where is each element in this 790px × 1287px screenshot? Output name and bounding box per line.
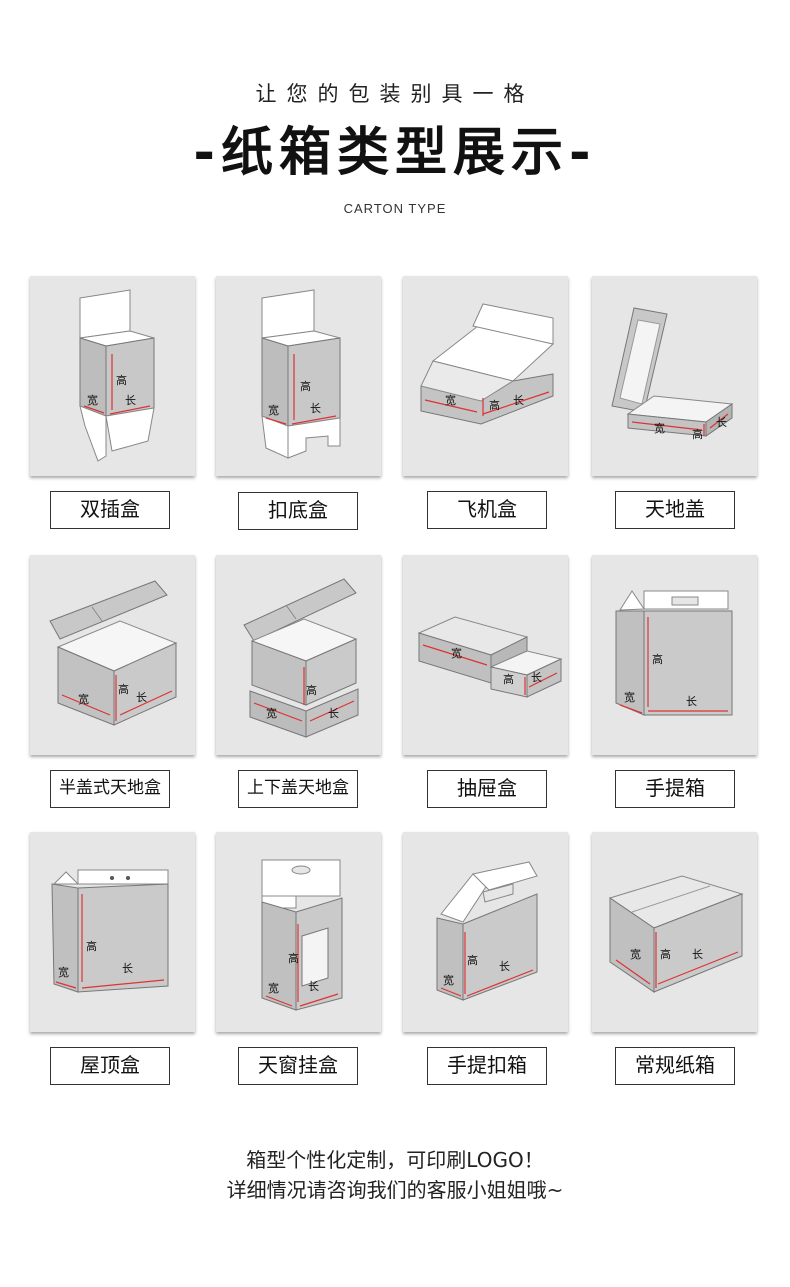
box-label-11: 手提扣箱 [427,1047,547,1085]
box-label-8: 手提箱 [615,770,735,808]
dim-height: 高 [692,427,703,441]
dim-width: 宽 [268,403,279,417]
page-title: -纸箱类型展示- [193,123,597,183]
dim-length: 长 [125,394,136,407]
dim-width: 宽 [654,421,665,435]
box-label-9: 屋顶盒 [50,1047,170,1085]
dim-height: 高 [118,682,129,696]
box-label-7: 抽屉盒 [427,770,547,808]
box-card-6[interactable]: 宽 高 长 [216,555,381,755]
dim-height: 高 [86,939,97,953]
box-card-11[interactable]: 宽 高 长 [403,832,568,1032]
subtitle: 让您的包装别具一格 [255,82,535,106]
box-card-8[interactable]: 宽 高 长 [592,555,757,755]
box-label-10: 天窗挂盒 [238,1047,358,1085]
dim-length: 长 [499,960,510,973]
dim-length: 长 [328,707,339,720]
dim-width: 宽 [451,646,462,660]
dim-height: 高 [467,953,478,967]
dim-width: 宽 [78,692,89,706]
box-card-5[interactable]: 宽 高 长 [30,555,195,755]
dim-height: 高 [306,683,317,697]
window-hanger-box-icon: 宽 高 长 [261,859,343,1011]
dim-height: 高 [288,951,299,965]
regular-carton-icon: 宽 高 长 [608,875,744,993]
dim-length: 长 [310,402,321,415]
dim-length: 长 [122,962,133,975]
box-label-3: 飞机盒 [427,491,547,529]
lock-bottom-box-icon: 宽 高 长 [261,289,341,459]
english-title: CARTON TYPE [343,201,447,216]
footer-line-2: 详细情况请咨询我们的客服小姐姐哦~ [226,1178,564,1202]
dim-width: 宽 [268,981,279,995]
double-tuck-box-icon: 宽 高 长 [79,289,155,462]
top-bottom-lid-box-icon: 宽 高 长 [243,578,359,738]
box-label-6: 上下盖天地盒 [238,770,358,808]
box-label-12: 常规纸箱 [615,1047,735,1085]
half-lid-box-icon: 宽 高 长 [49,580,178,726]
box-label-1: 双插盒 [50,491,170,529]
box-card-12[interactable]: 宽 高 长 [592,832,757,1032]
dim-height: 高 [489,398,500,412]
dim-width: 宽 [58,965,69,979]
box-card-2[interactable]: 宽 高 长 [216,276,381,476]
dim-length: 长 [308,980,319,993]
dim-width: 宽 [624,690,635,704]
dim-height: 高 [300,379,311,393]
dim-width: 宽 [87,393,98,407]
box-label-5: 半盖式天地盒 [50,770,170,808]
dim-width: 宽 [443,973,454,987]
box-card-3[interactable]: 宽 高 长 [403,276,568,476]
handle-lock-box-icon: 宽 高 长 [436,861,538,1001]
dim-length: 长 [513,394,524,407]
mailer-box-icon: 宽 高 长 [420,303,555,425]
box-label-2: 扣底盒 [238,492,358,530]
handle-carton-icon: 宽 高 长 [615,590,733,716]
dim-height: 高 [652,652,663,666]
dim-height: 高 [660,947,671,961]
box-card-9[interactable]: 宽 高 长 [30,832,195,1032]
dim-length: 长 [692,948,703,961]
box-card-7[interactable]: 宽 高 长 [403,555,568,755]
drawer-box-icon: 宽 高 长 [417,616,563,698]
box-card-4[interactable]: 宽 高 长 [592,276,757,476]
dim-width: 宽 [266,706,277,720]
dim-length: 长 [716,416,727,429]
dim-width: 宽 [630,947,641,961]
footer-line-1: 箱型个性化定制，可印刷LOGO！ [246,1148,544,1172]
box-card-1[interactable]: 宽 高 长 [30,276,195,476]
lid-base-box-icon: 宽 高 长 [611,307,734,441]
dim-length: 长 [686,695,697,708]
dim-height: 高 [503,672,514,686]
box-label-4: 天地盖 [615,491,735,529]
dim-width: 宽 [445,393,456,407]
dim-height: 高 [116,373,127,387]
box-card-10[interactable]: 宽 高 长 [216,832,381,1032]
gable-box-icon: 宽 高 长 [51,869,169,993]
dim-length: 长 [136,691,147,704]
dim-length: 长 [531,671,542,684]
